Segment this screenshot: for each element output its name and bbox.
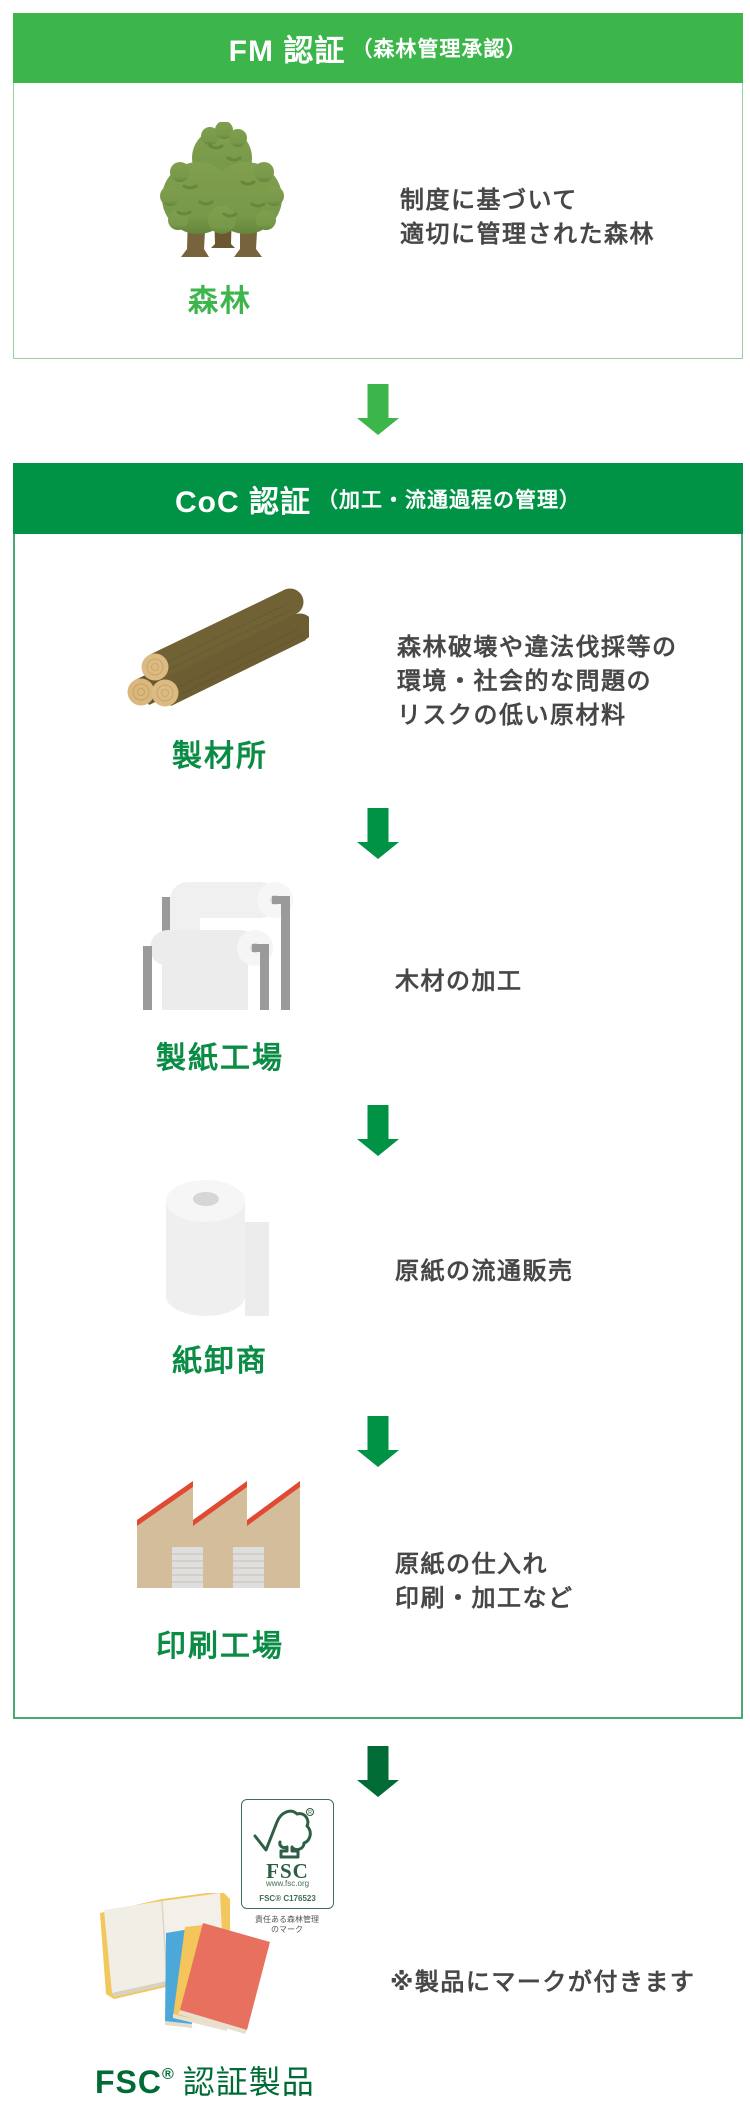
paper-machine-icon (143, 882, 293, 1010)
fsc-certified-product-label: FSC® 認証製品 (95, 2056, 315, 2101)
paper-mill-label: 製紙工場 (156, 1042, 284, 1075)
arrow-down-icon (357, 1105, 399, 1156)
fsc-logo-wordmark: FSC (266, 1859, 309, 1883)
arrow-down-icon (357, 1416, 399, 1467)
arrow-down-icon (357, 1746, 399, 1797)
coc-subtitle: （加工・流通過程の管理） (317, 488, 581, 512)
product-label-text: 認証製品 (182, 2064, 315, 2100)
sawmill-label: 製材所 (172, 740, 268, 773)
wholesaler-description: 原紙の流通販売 (395, 1258, 574, 1285)
fsc-logo: R FSC www.fsc.org FSC® C176523 (241, 1799, 334, 1909)
sawmill-description: 森林破壊や違法伐採等の 環境・社会的な問題の リスクの低い原材料 (397, 634, 678, 729)
forest-trees-icon (160, 122, 284, 257)
books-icon (100, 1893, 270, 2034)
fm-subtitle: （森林管理承認） (351, 38, 528, 61)
fsc-logo-url: www.fsc.org (265, 1879, 310, 1888)
forest-description: 制度に基づいて 適切に管理された森林 (400, 187, 655, 248)
coc-title: CoC 認証 (175, 485, 311, 519)
fsc-license-code: FSC® C176523 (259, 1894, 316, 1903)
forest-label: 森林 (188, 285, 252, 318)
product-mark-note: ※製品にマークが付きます (390, 1969, 696, 1996)
fm-title: FM 認証 (228, 35, 346, 68)
arrow-down-icon (357, 384, 399, 435)
printing-factory-label: 印刷工場 (156, 1630, 284, 1663)
paper-mill-description: 木材の加工 (395, 968, 523, 995)
registered-mark: ® (162, 2066, 175, 2083)
svg-text:R: R (308, 1810, 312, 1816)
logs-icon (127, 588, 309, 707)
fm-header: FM 認証 （森林管理承認） (13, 13, 743, 83)
fsc-checkmark-tree-icon: R (253, 1808, 314, 1859)
fsc-logo-caption: 責任ある森林管理 のマーク (255, 1915, 319, 1934)
wholesaler-label: 紙卸商 (172, 1345, 268, 1378)
coc-header: CoC 認証 （加工・流通過程の管理） (13, 463, 743, 534)
fm-certification-box: FM 認証 （森林管理承認） (13, 13, 743, 359)
coc-certification-box: CoC 認証 （加工・流通過程の管理） (13, 463, 743, 1719)
product-label-brand: FSC (95, 2064, 162, 2100)
arrow-down-icon (357, 808, 399, 859)
factory-icon (137, 1481, 300, 1588)
printing-factory-description: 原紙の仕入れ 印刷・加工など (395, 1551, 574, 1612)
paper-roll-icon (166, 1180, 269, 1316)
